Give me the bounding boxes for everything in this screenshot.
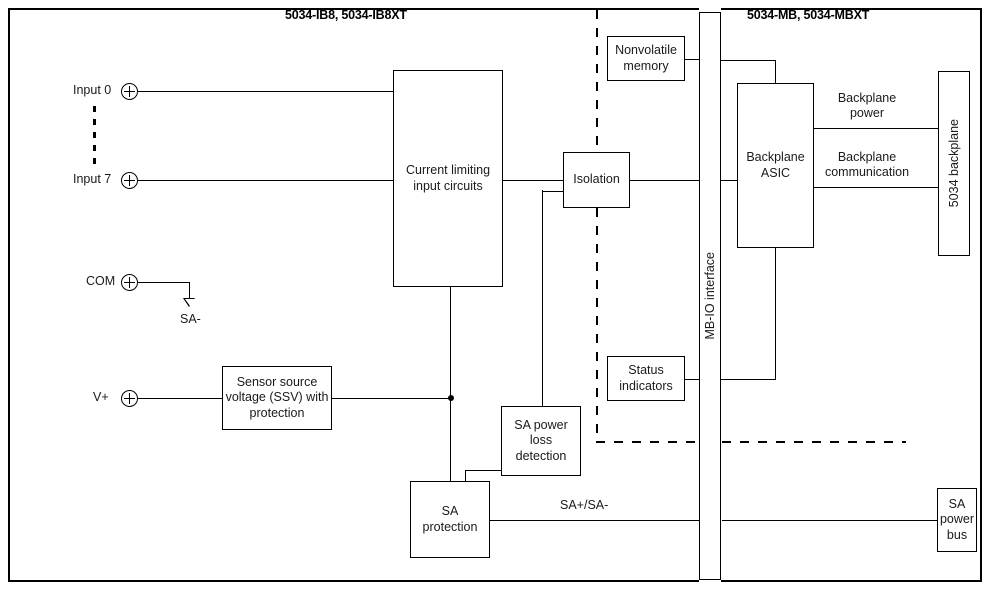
- title-right-module: 5034-MB, 5034-MBXT: [747, 8, 870, 22]
- title-left-module: 5034-IB8, 5034-IB8XT: [285, 8, 407, 22]
- label-sa-bus: SA+/SA-: [560, 498, 609, 512]
- block-5034-backplane-label: 5034 backplane: [947, 119, 961, 208]
- frame-left-edge: [8, 8, 10, 582]
- wire-asic-bottom-horizontal: [721, 378, 776, 380]
- wire-sapl-left-stub: [465, 469, 501, 471]
- wire-current-limiting-to-isolation: [503, 179, 563, 181]
- wire-asic-top-horizontal: [721, 60, 776, 62]
- block-status-indicators: Status indicators: [607, 356, 685, 401]
- block-sa-power-loss-detection: SA power loss detection: [501, 406, 581, 476]
- wire-status-to-mbio: [685, 378, 699, 380]
- block-sa-protection: SA protection: [410, 481, 490, 558]
- isolation-boundary-vertical: [596, 10, 598, 442]
- terminal-com: [121, 274, 138, 291]
- block-current-limiting-input-circuits: Current limiting input circuits: [393, 70, 503, 287]
- block-mb-io-interface-label: MB-IO interface: [703, 252, 717, 340]
- label-backplane-power: Backplane power: [828, 91, 906, 121]
- label-backplane-communication: Backplane communication: [824, 150, 910, 180]
- terminal-label-input-7: Input 7: [73, 172, 112, 186]
- wire-isolation-to-mbio: [630, 179, 699, 181]
- wire-input-7: [137, 179, 393, 181]
- wire-sa-bus-to-power-bus: [722, 519, 937, 521]
- input-continuation-dots: [93, 106, 96, 170]
- wire-com-horizontal: [137, 281, 190, 283]
- terminal-input-0: [121, 83, 138, 100]
- block-sa-power-bus: SA power bus: [937, 488, 977, 552]
- frame-right-edge: [980, 8, 982, 582]
- wire-current-limiting-down-rail: [450, 287, 452, 481]
- wire-ssv-to-junction: [332, 397, 451, 399]
- wire-isolation-stub: [542, 190, 564, 192]
- terminal-label-input-0: Input 0: [73, 83, 112, 97]
- isolation-boundary-horizontal-right: [722, 441, 906, 443]
- label-backplane-communication-text: Backplane communication: [824, 150, 910, 179]
- terminal-label-com: COM: [86, 274, 116, 288]
- wire-isolation-down: [542, 190, 544, 406]
- isolation-boundary-horizontal-left: [596, 441, 699, 443]
- sa-minus-label: SA-: [180, 312, 201, 326]
- terminal-label-v-plus: V+: [93, 390, 109, 404]
- block-ssv: Sensor source voltage (SSV) with protect…: [222, 366, 332, 430]
- frame-bottom-edge-left: [8, 580, 699, 582]
- frame-bottom-edge-right: [721, 580, 982, 582]
- wire-asic-bottom-vertical: [775, 248, 777, 379]
- label-backplane-power-text: Backplane power: [837, 91, 897, 120]
- frame-top-edge-right: [721, 8, 982, 10]
- terminal-v-plus: [121, 390, 138, 407]
- wire-nvm-to-mbio: [685, 58, 699, 60]
- wire-v-plus-to-ssv: [137, 397, 222, 399]
- wire-sa-bus-to-mbio: [490, 519, 699, 521]
- terminal-input-7: [121, 172, 138, 189]
- wire-backplane-power: [814, 127, 938, 129]
- wire-input-0: [137, 90, 393, 92]
- wire-com-vertical: [189, 281, 191, 299]
- frame-top-edge-left: [8, 8, 699, 10]
- block-5034-backplane: 5034 backplane: [938, 71, 970, 256]
- wire-backplane-communication: [814, 186, 938, 188]
- block-mb-io-interface: MB-IO interface: [699, 12, 721, 580]
- block-nonvolatile-memory: Nonvolatile memory: [607, 36, 685, 81]
- wire-asic-top-vertical: [775, 60, 777, 83]
- wire-sapl-left-down: [465, 469, 467, 482]
- block-isolation: Isolation: [563, 152, 630, 208]
- sa-minus-ground-triangle-inner: [184, 299, 195, 307]
- junction-dot-ssv-rail: [448, 395, 454, 401]
- block-backplane-asic: Backplane ASIC: [737, 83, 814, 248]
- wire-asic-to-mbio: [721, 179, 738, 181]
